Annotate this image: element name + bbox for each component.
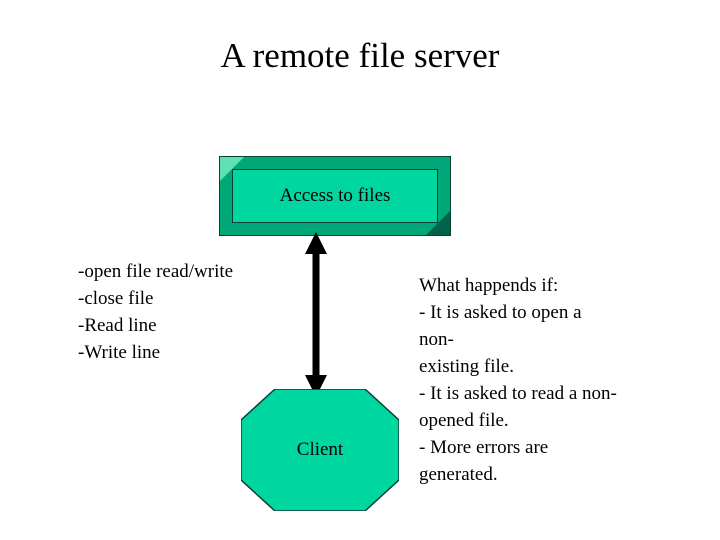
questions-line: - It is asked to open a non- <box>419 302 582 350</box>
questions-text-block: What happends if: - It is asked to open … <box>419 272 619 488</box>
questions-line: opened file. <box>419 410 509 431</box>
access-to-files-label: Access to files <box>279 185 391 206</box>
questions-line: existing file. <box>419 356 514 377</box>
list-item: -close file <box>78 288 154 309</box>
questions-line: - It is asked to read a non- <box>419 383 617 404</box>
double-headed-vertical-arrow-icon <box>305 232 327 397</box>
box-bevel-highlight <box>219 156 245 182</box>
operations-list: -open file read/write -close file -Read … <box>78 258 293 366</box>
questions-line: - More errors are <box>419 437 549 458</box>
questions-line: What happends if: <box>419 275 559 296</box>
box-inner-face: Access to files <box>232 169 438 223</box>
list-item: -Write line <box>78 342 161 363</box>
box-outer-outline <box>219 156 451 236</box>
list-item: -open file read/write <box>78 261 234 282</box>
client-octagon-shape <box>241 389 399 511</box>
page-title: A remote file server <box>220 36 500 75</box>
box-bevel-shadow <box>425 210 451 236</box>
access-to-files-box: Access to files <box>219 156 451 236</box>
list-item: -Read line <box>78 315 157 336</box>
questions-line: generated. <box>419 464 498 485</box>
